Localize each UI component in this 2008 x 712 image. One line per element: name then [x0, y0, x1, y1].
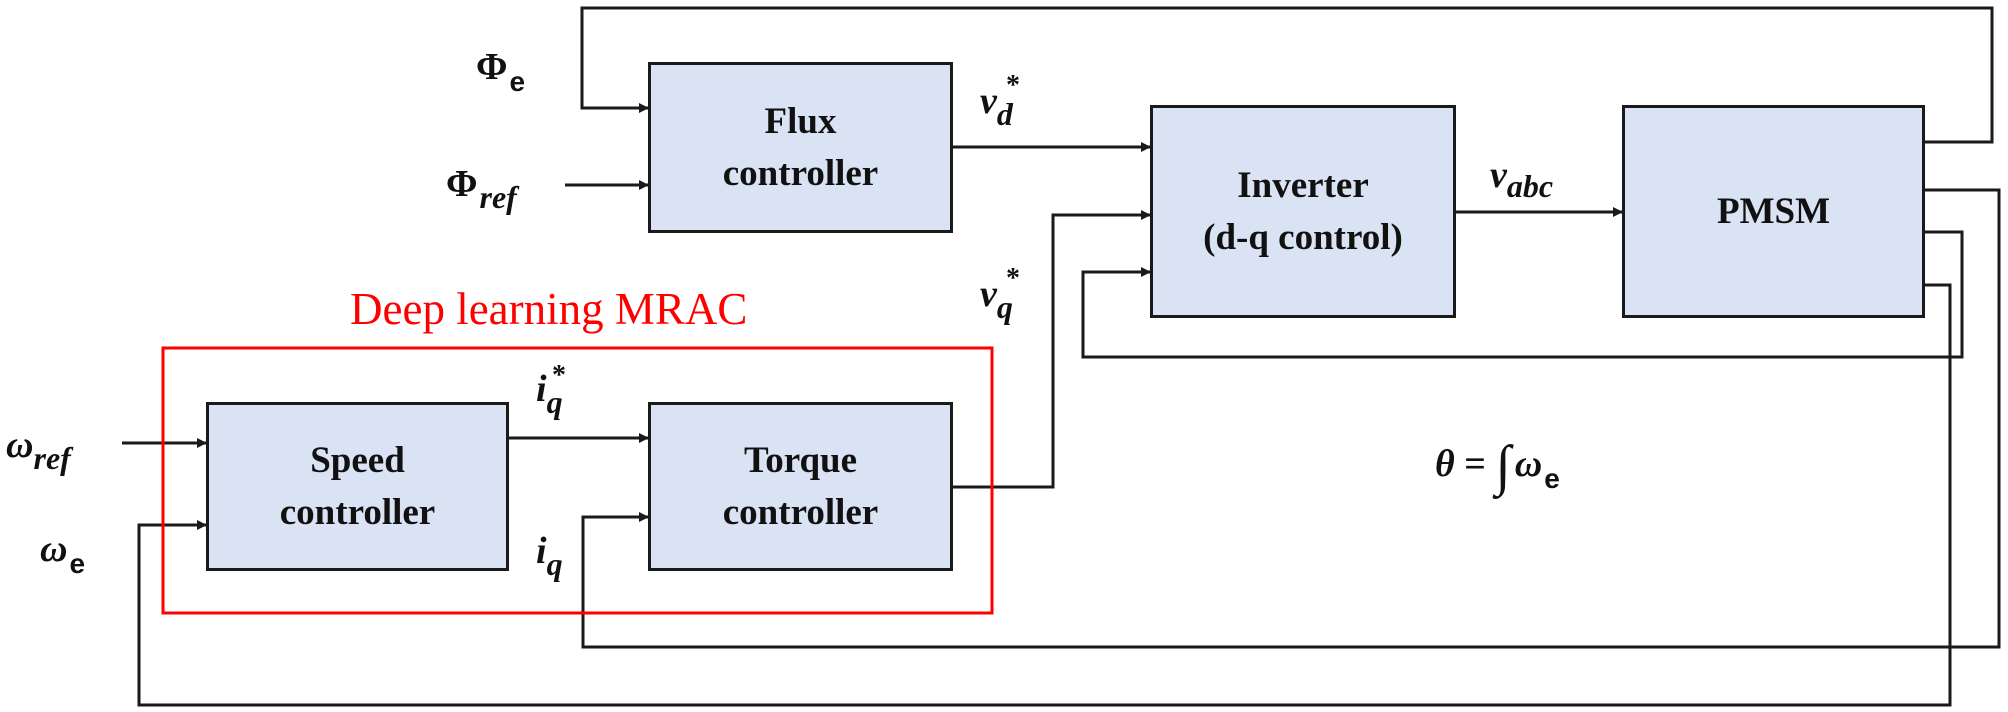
speed-controller-block: Speed controller [206, 402, 509, 571]
eq-equals: = [1454, 443, 1496, 485]
speed-block-line1: Speed [310, 439, 405, 481]
label-phi-e: Φe [476, 46, 526, 97]
speed-block-line2: controller [279, 491, 436, 533]
omega-feedback-wire [137, 283, 1952, 707]
label-vq-star: vq * [980, 263, 1020, 325]
label-vd-star: vd * [980, 70, 1020, 132]
eq-lhs: θ [1435, 443, 1455, 485]
integral-symbol: ∫ [1495, 435, 1511, 497]
inverter-feedback-wire [1081, 230, 1964, 359]
eq-rhs: ω [1514, 443, 1543, 485]
flux-block-line1: Flux [764, 100, 837, 142]
pmsm-block: PMSM [1622, 105, 1925, 318]
label-phi-ref: Φref [446, 163, 517, 215]
torque-block-line2: controller [722, 491, 879, 533]
torque-block-line1: Torque [743, 439, 858, 481]
deep-learning-mrac-frame [161, 346, 994, 615]
theta-equation: θ = ∫ ωe [1435, 430, 1560, 494]
vq-wire [953, 210, 1151, 489]
label-iq-star: iq * [536, 360, 566, 420]
pmsm-block-line1: PMSM [1716, 190, 1831, 232]
group-title: Deep learning MRAC [350, 284, 748, 334]
inverter-block-line2: (d-q control) [1203, 216, 1403, 258]
eq-rhs-sub: e [1544, 463, 1560, 494]
flux-block-line2: controller [722, 152, 879, 194]
torque-controller-block: Torque controller [648, 402, 953, 571]
flux-controller-block: Flux controller [648, 62, 953, 233]
iq-feedback-wire [581, 188, 2001, 649]
label-vabc: vabc [1490, 154, 1554, 204]
label-iq: iq [536, 530, 563, 582]
label-omega-ref: ωref [6, 424, 71, 476]
inverter-block-line1: Inverter [1237, 164, 1369, 206]
inverter-block: Inverter (d-q control) [1150, 105, 1456, 318]
label-omega-e: ωe [40, 528, 86, 579]
flux-feedback-wire [580, 6, 1994, 144]
